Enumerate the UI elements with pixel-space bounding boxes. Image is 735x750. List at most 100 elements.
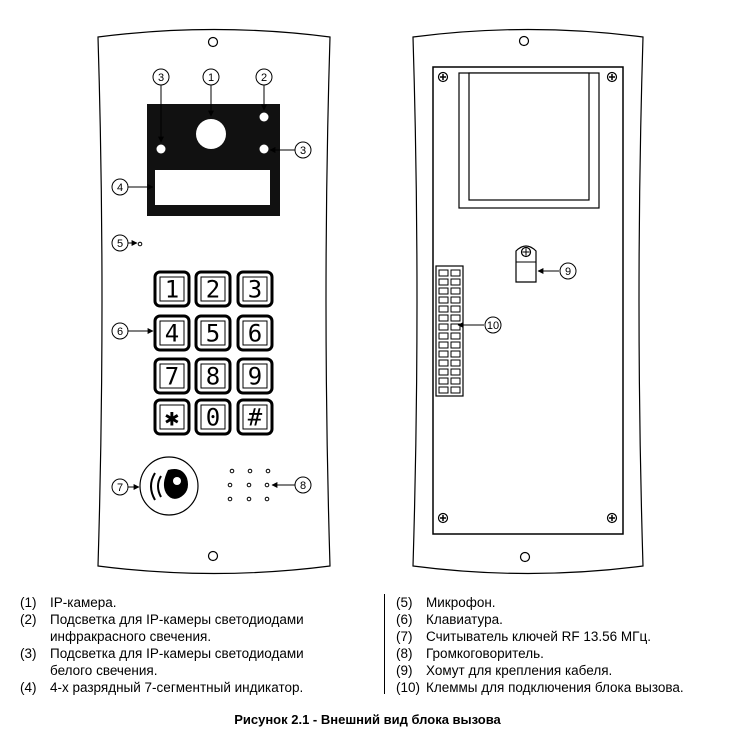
legend-text: IP-камера. bbox=[50, 595, 117, 610]
terminal-screw bbox=[450, 278, 461, 286]
terminal-screw bbox=[450, 269, 461, 277]
speaker-hole bbox=[265, 468, 271, 474]
keypad-key-face bbox=[159, 363, 185, 389]
callout: 2 bbox=[255, 68, 273, 111]
back-panel bbox=[412, 28, 644, 575]
back-board-module-inner bbox=[468, 72, 590, 201]
front-bottom-screw-hole bbox=[207, 550, 219, 562]
keypad-key-face bbox=[242, 276, 268, 302]
callout-number: 5 bbox=[117, 238, 123, 250]
back-top-screw-hole bbox=[518, 35, 530, 47]
callout-number: 10 bbox=[487, 320, 499, 332]
speaker-grille bbox=[227, 468, 271, 502]
callout-circle bbox=[202, 68, 220, 86]
keypad-key-face bbox=[159, 276, 185, 302]
callout: 5 bbox=[111, 234, 138, 252]
corner-screw bbox=[437, 512, 449, 524]
speaker-hole bbox=[227, 482, 233, 488]
terminal-screw bbox=[450, 377, 461, 385]
rf-key-fob-hole bbox=[173, 477, 181, 485]
keypad-key-label: ✱ bbox=[165, 404, 179, 432]
callout-number: 9 bbox=[565, 266, 571, 278]
callout-circle bbox=[294, 476, 312, 494]
callout: 9 bbox=[537, 262, 577, 280]
legend-number: (7) bbox=[396, 629, 413, 644]
rf-wave-icon-1 bbox=[157, 475, 162, 498]
callout-circle bbox=[294, 141, 312, 159]
legend-number: (2) bbox=[20, 612, 37, 627]
speaker-hole bbox=[247, 468, 253, 474]
terminal-contact bbox=[438, 368, 449, 376]
legend-number: (5) bbox=[396, 595, 413, 610]
speaker-hole bbox=[227, 496, 233, 502]
callout-number: 4 bbox=[117, 182, 123, 194]
callout-number: 6 bbox=[117, 326, 123, 338]
keypad-key-label: 8 bbox=[206, 363, 220, 391]
keypad-key-face bbox=[242, 320, 268, 346]
keypad-key-face bbox=[242, 363, 268, 389]
keypad-key-label: 1 bbox=[165, 276, 179, 304]
keypad-key: 6 bbox=[236, 314, 274, 352]
keypad-key-label: # bbox=[248, 404, 263, 432]
keypad-key-face bbox=[159, 320, 185, 346]
keypad-key: # bbox=[236, 398, 274, 436]
speaker-hole bbox=[246, 482, 252, 488]
keypad-key-label: 5 bbox=[206, 320, 220, 348]
keypad-key: 7 bbox=[153, 357, 191, 395]
legend-item: (4)4-х разрядный 7-сегментный индикатор. bbox=[20, 679, 380, 696]
legend-divider bbox=[384, 594, 385, 694]
legend-item: (10) Клеммы для подключения блока вызова. bbox=[396, 679, 726, 696]
cable-clamp bbox=[515, 245, 537, 283]
keypad-key: 1 bbox=[153, 270, 191, 308]
legend-item: (3)Подсветка для IP-камеры светодиодами … bbox=[20, 645, 380, 679]
keypad-key-label: 4 bbox=[165, 320, 179, 348]
callout-number: 8 bbox=[300, 480, 306, 492]
microphone-hole bbox=[137, 241, 143, 247]
callout: 10 bbox=[457, 316, 502, 334]
callout: 1 bbox=[202, 68, 220, 117]
segment-indicator bbox=[155, 170, 270, 205]
terminal-contact bbox=[438, 305, 449, 313]
keypad-key-face bbox=[200, 404, 226, 430]
white-led-left bbox=[156, 144, 166, 154]
terminal-screw bbox=[450, 296, 461, 304]
corner-screw bbox=[606, 71, 618, 83]
terminal-screw bbox=[450, 368, 461, 376]
legend-text: Клеммы для подключения блока вызова. bbox=[426, 680, 684, 695]
legend-number: (3) bbox=[20, 646, 37, 661]
legend-item: (5) Микрофон. bbox=[396, 594, 726, 611]
callout: 6 bbox=[111, 322, 154, 340]
legend-number: (9) bbox=[396, 663, 413, 678]
legend-number: (10) bbox=[396, 680, 421, 695]
keypad-key: 3 bbox=[236, 270, 274, 308]
terminal-screw bbox=[450, 359, 461, 367]
legend-number: (4) bbox=[20, 680, 37, 695]
keypad-key: 8 bbox=[194, 357, 232, 395]
terminal-block bbox=[435, 265, 464, 397]
legend-item: (8)Громкоговоритель. bbox=[396, 645, 726, 662]
keypad-key-face bbox=[200, 320, 226, 346]
terminal-screw bbox=[450, 386, 461, 394]
terminal-screw bbox=[450, 287, 461, 295]
speaker-hole bbox=[264, 496, 270, 502]
callout-circle bbox=[559, 262, 577, 280]
legend-text: Клавиатура. bbox=[426, 612, 503, 627]
callout: 7 bbox=[111, 478, 140, 496]
legend-text: Хомут для крепления кабеля. bbox=[426, 663, 613, 678]
terminal-contact bbox=[438, 314, 449, 322]
keypad-key: ✱ bbox=[153, 398, 191, 436]
callout-number: 3 bbox=[300, 145, 306, 157]
terminal-contact bbox=[438, 269, 449, 277]
speaker-hole bbox=[264, 482, 270, 488]
terminal-contact bbox=[438, 278, 449, 286]
callout-circle bbox=[111, 178, 129, 196]
keypad-key-label: 0 bbox=[206, 404, 220, 432]
legend-number: (8) bbox=[396, 646, 413, 661]
callout-circle bbox=[111, 322, 129, 340]
legend-number: (1) bbox=[20, 595, 37, 610]
legend-text: Считыватель ключей RF 13.56 МГц. bbox=[426, 629, 651, 644]
legend-text: Микрофон. bbox=[426, 595, 496, 610]
ip-camera-lens bbox=[196, 119, 226, 149]
